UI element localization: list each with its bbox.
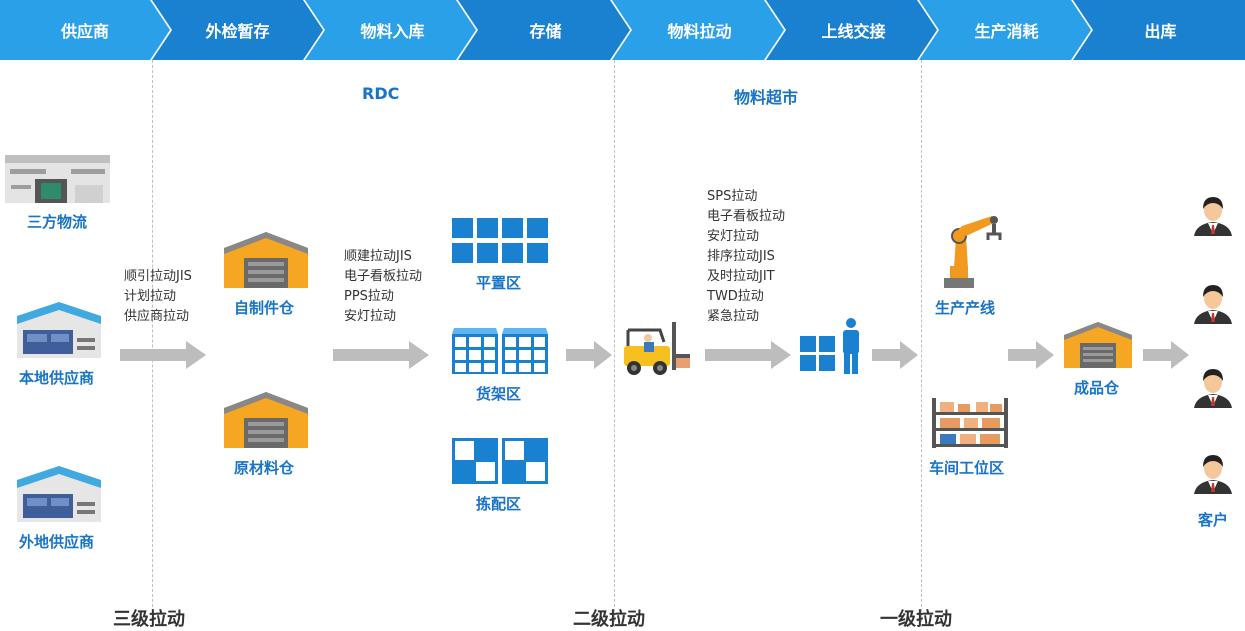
divider-line <box>614 60 615 627</box>
section-label-rdc: RDC <box>362 84 400 103</box>
header-step-1: 供应商 <box>0 0 170 60</box>
finished-warehouse-label: 成品仓 <box>1074 379 1120 397</box>
flow-arrow-icon <box>705 341 791 369</box>
header-step-6: 上线交接 <box>776 0 931 60</box>
customer-icon <box>1194 455 1232 494</box>
production-label-1: 生产产线 <box>935 299 996 317</box>
header-step-label: 外检暂存 <box>205 22 270 41</box>
pull-methods-list-2: 顺建拉动JIS 电子看板拉动 PPS拉动 安灯拉动 <box>344 247 422 327</box>
workstation-shelf-icon <box>932 398 1008 448</box>
customer-icon <box>1194 369 1232 408</box>
logistics-warehouse-icon <box>5 155 110 203</box>
divider-line <box>921 60 922 627</box>
robot-arm-icon <box>944 216 1002 288</box>
production-label-2: 车间工位区 <box>929 459 1005 477</box>
header-step-label: 生产消耗 <box>974 22 1039 41</box>
market-operator-icon <box>800 318 859 374</box>
divider-line <box>152 60 153 627</box>
flat-storage-icon <box>452 218 548 263</box>
forklift-icon <box>624 322 690 375</box>
warehouse-label-2: 原材料仓 <box>234 459 295 477</box>
pull-method-item: 电子看板拉动 <box>707 209 786 224</box>
pull-method-item: SPS拉动 <box>707 189 758 204</box>
pull-methods-list-3: SPS拉动 电子看板拉动 安灯拉动 排序拉动JIS 及时拉动JIT TWD拉动 … <box>707 187 785 327</box>
pull-method-item: 排序拉动JIS <box>707 249 775 264</box>
header-step-label: 存储 <box>529 22 562 41</box>
flow-arrow-icon <box>333 341 429 369</box>
pull-method-item: 计划拉动 <box>124 289 177 304</box>
chevron-shape-5 <box>612 0 784 60</box>
flow-arrow-icon <box>1008 341 1054 369</box>
self-made-warehouse-icon <box>224 232 308 288</box>
storage-zone-label-2: 货架区 <box>476 385 522 403</box>
pull-level-3-label: 三级拉动 <box>113 609 185 630</box>
header-step-label: 物料入库 <box>360 22 425 41</box>
pull-method-item: 供应商拉动 <box>124 309 190 324</box>
pull-method-item: 紧急拉动 <box>707 309 760 324</box>
header-step-8: 出库 <box>1083 0 1238 60</box>
pull-methods-list-1: 顺引拉动JIS 计划拉动 供应商拉动 <box>124 267 192 327</box>
pull-method-item: 安灯拉动 <box>707 229 760 244</box>
chevron-shape-6 <box>766 0 937 60</box>
pull-method-item: 安灯拉动 <box>344 309 397 324</box>
picking-zone-icon <box>452 438 548 484</box>
chevron-shape-4 <box>458 0 630 60</box>
header-step-2: 外检暂存 <box>160 0 315 60</box>
finished-goods-warehouse-icon <box>1064 322 1132 368</box>
storage-zone-label-3: 拣配区 <box>476 495 522 513</box>
pull-method-item: 及时拉动JIT <box>707 269 775 284</box>
flow-arrow-icon <box>120 341 206 369</box>
flow-arrow-icon <box>1143 341 1189 369</box>
supplier-label-1: 三方物流 <box>27 213 88 231</box>
pull-method-item: TWD拉动 <box>707 289 764 304</box>
shelf-storage-icon <box>452 328 548 374</box>
section-label-market: 物料超市 <box>734 88 799 107</box>
chevron-shape-2 <box>152 0 323 60</box>
raw-material-warehouse-icon <box>224 392 308 448</box>
chevron-shape-3 <box>305 0 476 60</box>
pull-level-2-label: 二级拉动 <box>573 609 645 630</box>
remote-supplier-warehouse-icon <box>17 466 101 522</box>
chevron-shape-1 <box>0 0 170 60</box>
header-step-7: 生产消耗 <box>929 0 1084 60</box>
header-step-label: 供应商 <box>60 22 109 41</box>
header-step-3: 物料入库 <box>315 0 470 60</box>
flow-arrow-icon <box>872 341 918 369</box>
header-step-5: 物料拉动 <box>622 0 777 60</box>
header-step-label: 上线交接 <box>821 22 886 41</box>
header-step-4: 存储 <box>468 0 623 60</box>
flow-arrow-icon <box>566 341 612 369</box>
chevron-shape-7 <box>919 0 1091 60</box>
header-step-label: 物料拉动 <box>667 22 732 41</box>
customer-icon <box>1194 197 1232 236</box>
pull-method-item: 顺引拉动JIS <box>124 269 192 284</box>
header-chevron-bar <box>0 0 1245 60</box>
pull-method-item: 电子看板拉动 <box>344 269 423 284</box>
pull-method-item: 顺建拉动JIS <box>344 249 412 264</box>
customer-icon <box>1194 285 1232 324</box>
pull-level-1-label: 一级拉动 <box>880 609 952 630</box>
pull-method-item: PPS拉动 <box>344 289 394 304</box>
header-step-label: 出库 <box>1144 22 1177 41</box>
chevron-shape-8 <box>1073 0 1245 60</box>
supplier-label-2: 本地供应商 <box>19 369 95 387</box>
customer-label: 客户 <box>1198 511 1229 529</box>
storage-zone-label-1: 平置区 <box>476 274 522 292</box>
warehouse-label-1: 自制件仓 <box>234 299 295 317</box>
supplier-label-3: 外地供应商 <box>19 533 95 551</box>
local-supplier-warehouse-icon <box>17 302 101 358</box>
